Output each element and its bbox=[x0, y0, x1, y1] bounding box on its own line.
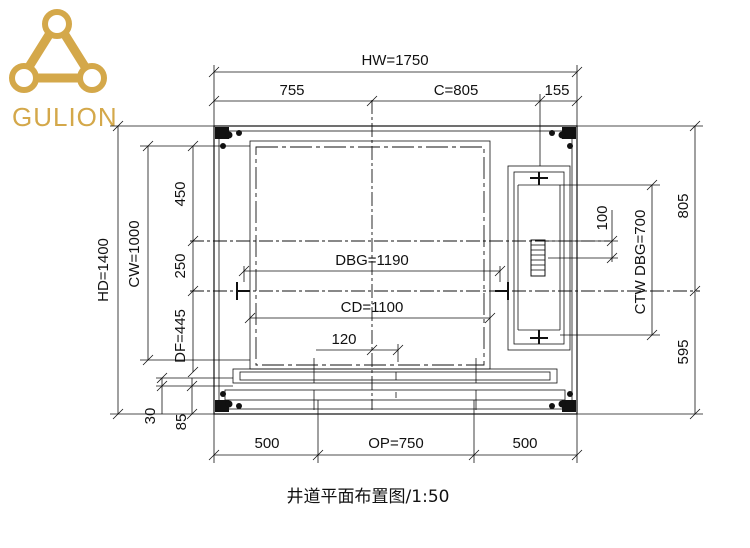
dim-hd-label: HD=1400 bbox=[95, 238, 112, 302]
dim-595-label: 595 bbox=[675, 339, 692, 364]
dim-30-label: 30 bbox=[142, 408, 159, 425]
dim-500-left-label: 500 bbox=[254, 435, 279, 452]
dim-cw: CW=1000 bbox=[126, 140, 250, 366]
dim-c-label: C=805 bbox=[434, 82, 479, 99]
dim-counterweight: 100 CTW DBG=700 bbox=[548, 179, 660, 341]
corner-anchor-br bbox=[549, 391, 576, 412]
dim-450-label: 450 bbox=[172, 181, 189, 206]
dim-85-label: 85 bbox=[173, 414, 190, 431]
gulion-logo: GULION bbox=[9, 9, 118, 132]
corner-anchor-tr bbox=[549, 127, 576, 149]
counterweight-block bbox=[530, 239, 546, 277]
dim-top-row: 755 C=805 155 bbox=[208, 82, 583, 166]
dim-cd-label: CD=1100 bbox=[341, 299, 404, 316]
dim-120-label: 120 bbox=[331, 331, 356, 348]
dim-df-label: DF=445 bbox=[172, 309, 189, 363]
logo-text: GULION bbox=[12, 102, 118, 132]
dim-755-label: 755 bbox=[279, 82, 304, 99]
dim-car-depth-parts: 450 250 DF=445 bbox=[172, 140, 199, 378]
dim-cd: CD=1100 bbox=[244, 299, 496, 324]
dim-100-label: 100 bbox=[594, 205, 611, 230]
dim-dbg: DBG=1190 bbox=[238, 252, 506, 282]
dim-right-depth: 805 595 bbox=[577, 120, 703, 420]
drawing-caption: 井道平面布置图/1:50 bbox=[287, 487, 450, 507]
dim-120: 120 bbox=[316, 331, 404, 362]
dim-500-right-label: 500 bbox=[512, 435, 537, 452]
dim-hd: HD=1400 bbox=[95, 120, 214, 420]
dim-bottom-row: 500 OP=750 500 bbox=[208, 400, 583, 463]
hoistway-walls bbox=[213, 125, 578, 415]
dim-155-label: 155 bbox=[544, 82, 569, 99]
corner-anchor-bl bbox=[215, 391, 242, 412]
dim-hw: HW=1750 bbox=[208, 52, 583, 126]
dim-cw-label: CW=1000 bbox=[126, 220, 143, 287]
triangle-ring-icon bbox=[9, 9, 107, 93]
dim-dbg-label: DBG=1190 bbox=[335, 252, 409, 269]
dim-hw-label: HW=1750 bbox=[361, 52, 428, 69]
dim-250-label: 250 bbox=[172, 253, 189, 278]
centerlines bbox=[190, 100, 700, 410]
dim-op-label: OP=750 bbox=[368, 435, 423, 452]
dim-805-label: 805 bbox=[675, 193, 692, 218]
door-sill-area bbox=[224, 358, 566, 410]
dim-ctw-label: CTW DBG=700 bbox=[632, 210, 649, 315]
dim-sill-gaps: 30 85 bbox=[142, 372, 233, 431]
